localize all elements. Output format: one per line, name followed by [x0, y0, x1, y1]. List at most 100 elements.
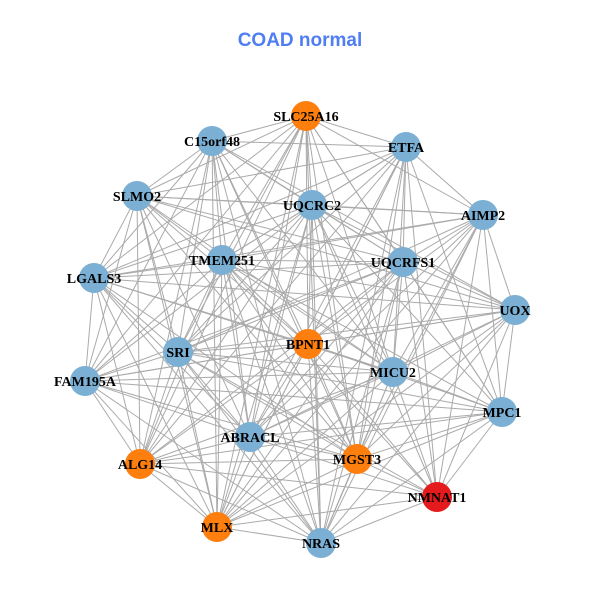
edge-UQCRC2-ALG14: [139, 204, 313, 465]
edge-MPC1-MGST3: [356, 411, 503, 460]
node-circle[interactable]: [293, 329, 323, 359]
node-MLX[interactable]: MLX: [201, 512, 234, 542]
node-MICU2[interactable]: MICU2: [370, 357, 416, 387]
edge-MICU2-MLX: [216, 371, 394, 528]
node-circle[interactable]: [306, 528, 336, 558]
node-UQCRFS1[interactable]: UQCRFS1: [371, 247, 436, 277]
edge-TMEM251-LGALS3: [93, 259, 223, 279]
node-circle[interactable]: [388, 247, 418, 277]
edge-SRI-ABRACL: [177, 351, 251, 438]
edge-ETFA-MPC1: [405, 146, 503, 413]
edge-MICU2-NMNAT1: [392, 371, 438, 498]
node-circle[interactable]: [79, 263, 109, 293]
node-FAM195A[interactable]: FAM195A: [54, 366, 117, 396]
node-circle[interactable]: [163, 337, 193, 367]
edge-TMEM251-MLX: [216, 259, 223, 528]
node-circle[interactable]: [197, 126, 227, 156]
edge-BPNT1-SRI: [177, 343, 309, 353]
node-label: SRI: [166, 346, 189, 361]
edge-NMNAT1-MLX: [216, 496, 438, 528]
edge-ETFA-UQCRFS1: [402, 146, 407, 263]
node-circle[interactable]: [291, 101, 321, 131]
edge-SLC25A16-ETFA: [305, 115, 407, 148]
node-ALG14[interactable]: ALG14: [118, 449, 162, 479]
node-TMEM251[interactable]: TMEM251: [189, 245, 255, 275]
edge-UQCRFS1-BPNT1: [307, 261, 404, 345]
node-label: FAM195A: [54, 375, 117, 390]
node-circle[interactable]: [468, 200, 498, 230]
edge-TMEM251-MICU2: [221, 259, 394, 373]
node-label: MPC1: [483, 406, 522, 421]
node-circle[interactable]: [378, 357, 408, 387]
node-label: UQCRC2: [283, 199, 341, 214]
edge-SRI-MPC1: [177, 351, 503, 413]
node-circle[interactable]: [125, 449, 155, 479]
node-label: LGALS3: [67, 272, 121, 287]
edge-UOX-NRAS: [320, 309, 516, 544]
edge-MLX-NRAS: [216, 526, 322, 544]
edge-UOX-SRI: [177, 309, 516, 353]
node-circle[interactable]: [207, 245, 237, 275]
edge-UQCRC2-MLX: [216, 204, 313, 528]
edge-BPNT1-ABRACL: [249, 343, 309, 438]
edge-C15orf48-MGST3: [211, 140, 358, 460]
node-UOX[interactable]: UOX: [499, 295, 531, 325]
edge-SRI-MLX: [177, 351, 218, 528]
node-label: SLC25A16: [273, 110, 338, 125]
edge-AIMP2-ABRACL: [249, 214, 484, 438]
edge-UQCRFS1-ABRACL: [249, 261, 404, 438]
node-label: ABRACL: [220, 431, 279, 446]
node-label: MLX: [201, 521, 234, 536]
node-AIMP2[interactable]: AIMP2: [461, 200, 505, 230]
node-SLC25A16[interactable]: SLC25A16: [273, 101, 339, 131]
node-NRAS[interactable]: NRAS: [302, 528, 340, 558]
node-circle[interactable]: [70, 366, 100, 396]
edge-SLC25A16-SLMO2: [136, 115, 307, 197]
node-MGST3[interactable]: MGST3: [333, 444, 381, 474]
edge-FAM195A-ABRACL: [84, 380, 251, 438]
edge-UQCRFS1-NRAS: [320, 261, 404, 544]
node-UQCRC2[interactable]: UQCRC2: [283, 190, 341, 220]
edge-SRI-NMNAT1: [177, 351, 438, 498]
edge-TMEM251-NMNAT1: [221, 259, 438, 498]
edge-LGALS3-SRI: [93, 277, 179, 353]
edge-MPC1-ABRACL: [249, 411, 503, 438]
edge-LGALS3-UOX: [93, 277, 516, 311]
edge-BPNT1-ALG14: [139, 343, 309, 465]
node-MPC1[interactable]: MPC1: [483, 397, 522, 427]
edge-ALG14-NMNAT1: [139, 463, 438, 498]
edge-AIMP2-UQCRFS1: [402, 214, 484, 263]
edge-LGALS3-FAM195A: [84, 277, 95, 382]
edge-UQCRC2-FAM195A: [84, 204, 313, 382]
edge-UQCRFS1-MGST3: [356, 261, 404, 460]
node-circle[interactable]: [500, 295, 530, 325]
node-circle[interactable]: [202, 512, 232, 542]
node-circle[interactable]: [422, 482, 452, 512]
node-LGALS3[interactable]: LGALS3: [67, 263, 121, 293]
node-SRI[interactable]: SRI: [163, 337, 193, 367]
edge-AIMP2-SRI: [177, 214, 484, 353]
node-circle[interactable]: [487, 397, 517, 427]
node-label: NRAS: [302, 537, 340, 552]
node-BPNT1[interactable]: BPNT1: [286, 329, 330, 359]
node-circle[interactable]: [122, 181, 152, 211]
node-ETFA[interactable]: ETFA: [388, 132, 425, 162]
node-ABRACL[interactable]: ABRACL: [220, 422, 280, 452]
node-NMNAT1[interactable]: NMNAT1: [408, 482, 467, 512]
edge-SLMO2-MICU2: [136, 195, 394, 373]
node-circle[interactable]: [391, 132, 421, 162]
node-circle[interactable]: [342, 444, 372, 474]
edge-SLC25A16-TMEM251: [221, 115, 307, 261]
node-circle[interactable]: [297, 190, 327, 220]
edge-UQCRFS1-MPC1: [402, 261, 503, 413]
edge-UQCRC2-BPNT1: [307, 204, 313, 345]
node-SLMO2[interactable]: SLMO2: [113, 181, 161, 211]
node-C15orf48[interactable]: C15orf48: [184, 126, 240, 156]
node-circle[interactable]: [235, 422, 265, 452]
edge-UOX-MICU2: [392, 309, 516, 373]
edge-SRI-MGST3: [177, 351, 358, 460]
node-label: MICU2: [370, 366, 416, 381]
edge-ABRACL-MLX: [216, 436, 251, 528]
edge-UQCRFS1-FAM195A: [84, 261, 404, 382]
